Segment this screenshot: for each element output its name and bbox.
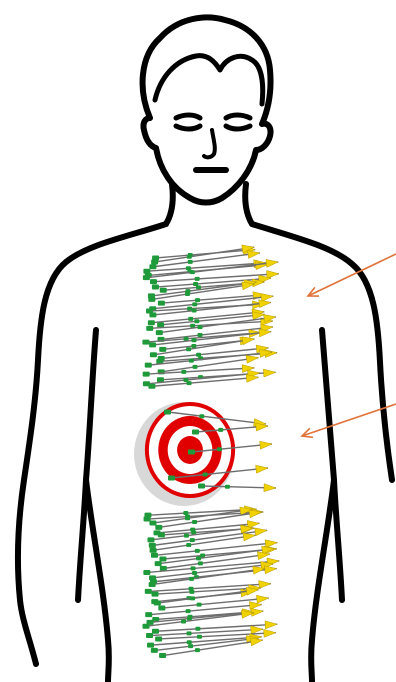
face: [176, 115, 250, 170]
right-eye: [226, 115, 250, 129]
left-eye: [176, 115, 200, 129]
waist-side-right: [311, 480, 334, 682]
nose: [204, 130, 215, 157]
inner-arm-left: [78, 330, 96, 600]
head-outline: [143, 17, 271, 202]
waist-side-left: [86, 480, 109, 682]
hair-detail: [155, 56, 263, 104]
